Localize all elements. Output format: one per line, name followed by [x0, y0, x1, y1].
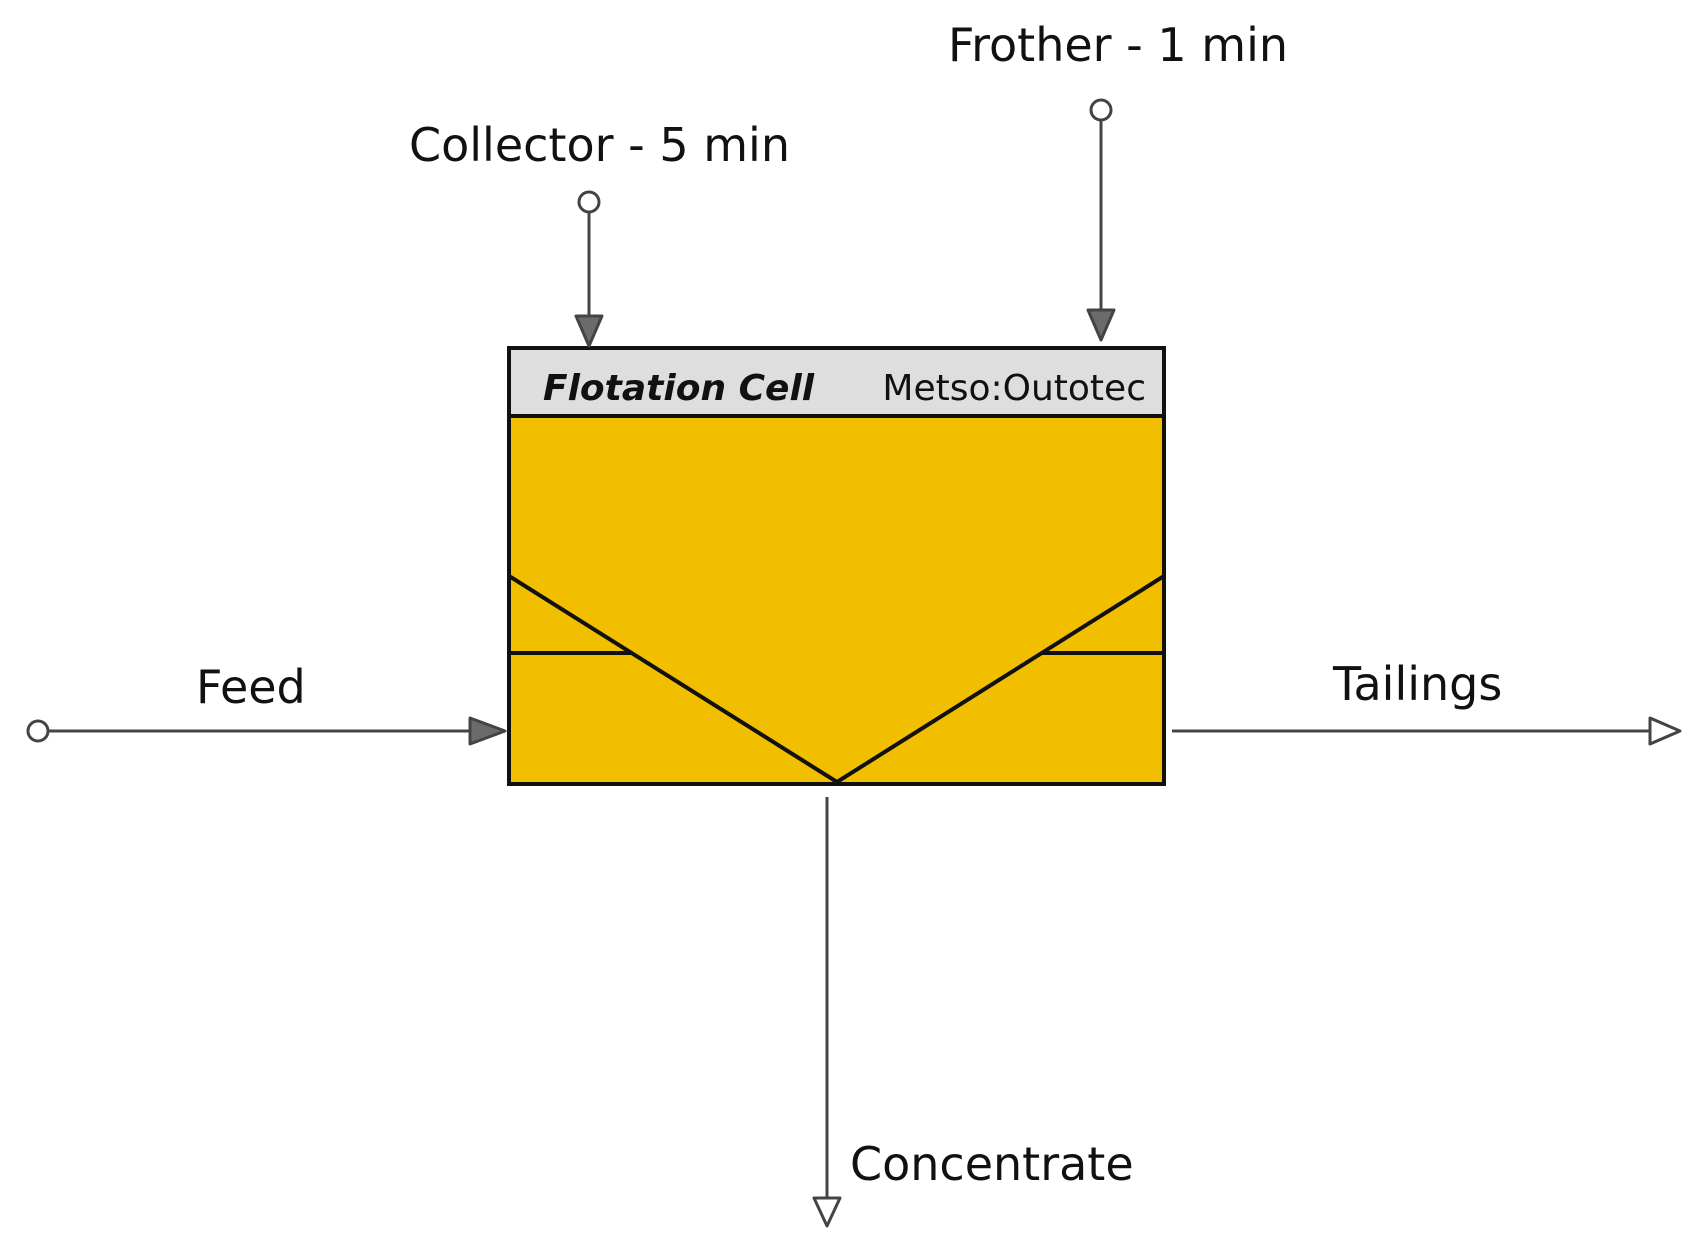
- collector-stream[interactable]: Collector - 5 min: [409, 118, 790, 348]
- frother-arrow-icon: [1086, 308, 1116, 342]
- feed-arrow-icon: [468, 716, 507, 746]
- cell-title: Flotation Cell: [543, 368, 815, 409]
- frother-label: Frother - 1 min: [948, 18, 1288, 72]
- feed-source-node: [26, 719, 50, 743]
- cell-header: [509, 348, 1164, 416]
- tailings-stream[interactable]: Tailings: [1172, 657, 1682, 746]
- collector-source-node: [577, 190, 601, 214]
- cell-border: [507, 346, 1166, 786]
- cell-brand: Metso:Outotec: [882, 368, 1146, 409]
- tailings-label: Tailings: [1332, 657, 1502, 711]
- frother-stream[interactable]: Frother - 1 min: [948, 18, 1288, 342]
- cell-body: [509, 348, 1164, 784]
- flotation-cell-unit[interactable]: Flotation Cell Metso:Outotec: [507, 346, 1166, 786]
- feed-stream[interactable]: Feed: [26, 660, 507, 746]
- collector-arrow-icon: [574, 314, 604, 348]
- feed-label: Feed: [196, 660, 306, 714]
- concentrate-stream[interactable]: Concentrate: [812, 797, 1134, 1228]
- tailings-arrow-icon: [1648, 716, 1682, 746]
- concentrate-label: Concentrate: [850, 1137, 1134, 1191]
- concentrate-arrow-icon: [812, 1196, 842, 1228]
- frother-source-node: [1089, 98, 1113, 122]
- collector-label: Collector - 5 min: [409, 118, 790, 172]
